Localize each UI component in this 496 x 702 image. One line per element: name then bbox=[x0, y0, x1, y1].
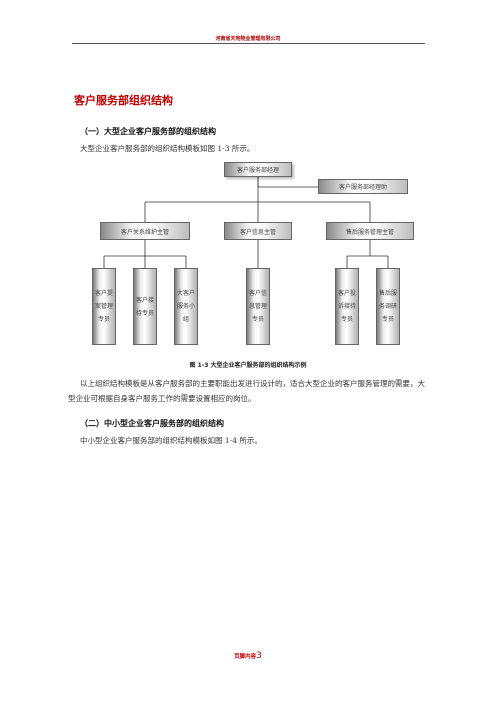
org-node-aftersales-supervisor: 售后服务管理主管 bbox=[326, 222, 414, 240]
header-rule bbox=[72, 43, 425, 44]
page-number: 3 bbox=[256, 651, 262, 661]
org-leaf-complaint-specialist: 客户投诉接待专员 bbox=[335, 268, 359, 345]
page-footer: 页脚内容3 bbox=[0, 651, 496, 661]
page-header: 河南省天地物业管理有限公司 bbox=[215, 36, 281, 42]
figure-caption: 图 1-3 大型企业客户服务部的组织结构示例 bbox=[189, 362, 307, 369]
body-paragraph: 以上组织结构模板是从客户服务部的主要职能出发进行设计的，适合大型企业的客户服务管… bbox=[68, 379, 425, 403]
footer-label: 页脚内容 bbox=[234, 654, 257, 660]
section1-heading: （一）大型企业客户服务部的组织结构 bbox=[80, 127, 216, 136]
section1-intro: 大型企业客户服务部的组织结构模板如图 1-3 所示。 bbox=[80, 144, 255, 153]
org-leaf-info-specialist: 客户信息管理专员 bbox=[246, 268, 270, 345]
org-leaf-reception-specialist: 客户接待专员 bbox=[133, 268, 157, 345]
org-leaf-survey-specialist: 售后服务调研专员 bbox=[376, 268, 400, 345]
org-node-assistant: 客户服务部经理助 bbox=[318, 179, 408, 194]
org-leaf-key-account-team: 大客户服务小组 bbox=[174, 268, 198, 345]
org-node-info-supervisor: 客户信息主管 bbox=[224, 222, 292, 240]
section2-heading: （二）中小型企业客户服务部的组织结构 bbox=[80, 419, 224, 428]
section2-intro: 中小型企业客户服务部的组织结构模板如图 1-4 所示。 bbox=[80, 436, 262, 445]
org-leaf-proposal-specialist: 客户提案管理专员 bbox=[92, 268, 116, 345]
org-node-crm-supervisor: 客户关系维护主管 bbox=[100, 222, 190, 240]
page-title: 客户服务部组织结构 bbox=[74, 94, 173, 107]
org-node-manager: 客户服务部经理 bbox=[224, 162, 292, 177]
